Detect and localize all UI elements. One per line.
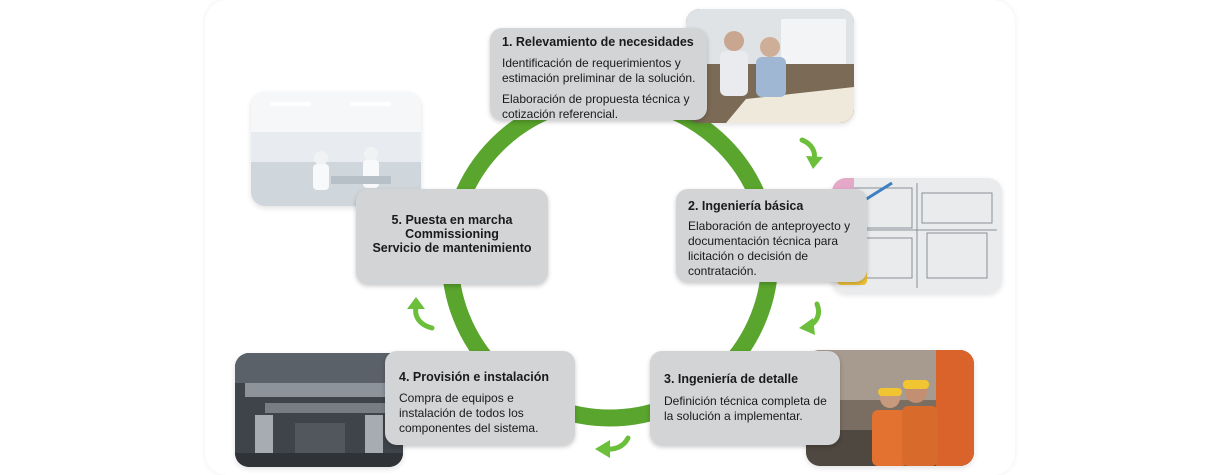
step-1-title: 1. Relevamiento de necesidades bbox=[502, 35, 694, 49]
step-2-title: 2. Ingeniería básica bbox=[688, 199, 804, 213]
step-2-text: Elaboración de anteproyecto y documentac… bbox=[688, 219, 851, 278]
step-1-text-1: Identificación de requerimientos y estim… bbox=[502, 56, 696, 85]
step-2-card: 2. Ingeniería básica Elaboración de ante… bbox=[676, 189, 867, 282]
step-4-title: 4. Provisión e instalación bbox=[399, 370, 550, 384]
step-1-card: 1. Relevamiento de necesidades Identific… bbox=[490, 28, 707, 121]
step-1-text-2: Elaboración de propuesta técnica y cotiz… bbox=[502, 92, 690, 121]
engineers-reviewing-plans-photo bbox=[686, 9, 854, 123]
step-5-card: 5. Puesta en marcha Commissioning Servic… bbox=[356, 189, 548, 284]
step-5-line-3: Servicio de mantenimiento bbox=[372, 241, 532, 255]
curved-arrow-icon bbox=[799, 137, 823, 169]
curved-arrow-icon bbox=[407, 297, 435, 331]
step-5-line-2: Commissioning bbox=[405, 227, 499, 241]
step-3-card: 3. Ingeniería de detalle Definición técn… bbox=[650, 351, 840, 445]
curved-arrow-icon bbox=[799, 301, 822, 335]
step-3-text: Definición técnica completa de la soluci… bbox=[664, 394, 827, 423]
step-3-title: 3. Ingeniería de detalle bbox=[664, 372, 799, 386]
step-4-text: Compra de equipos e instalación de todos… bbox=[399, 391, 539, 435]
industrial-ductwork-photo bbox=[235, 353, 403, 467]
curved-arrow-icon bbox=[595, 435, 631, 458]
step-4-card: 4. Provisión e instalación Compra de equ… bbox=[385, 351, 575, 445]
step-5-line-1: 5. Puesta en marcha bbox=[391, 213, 513, 227]
